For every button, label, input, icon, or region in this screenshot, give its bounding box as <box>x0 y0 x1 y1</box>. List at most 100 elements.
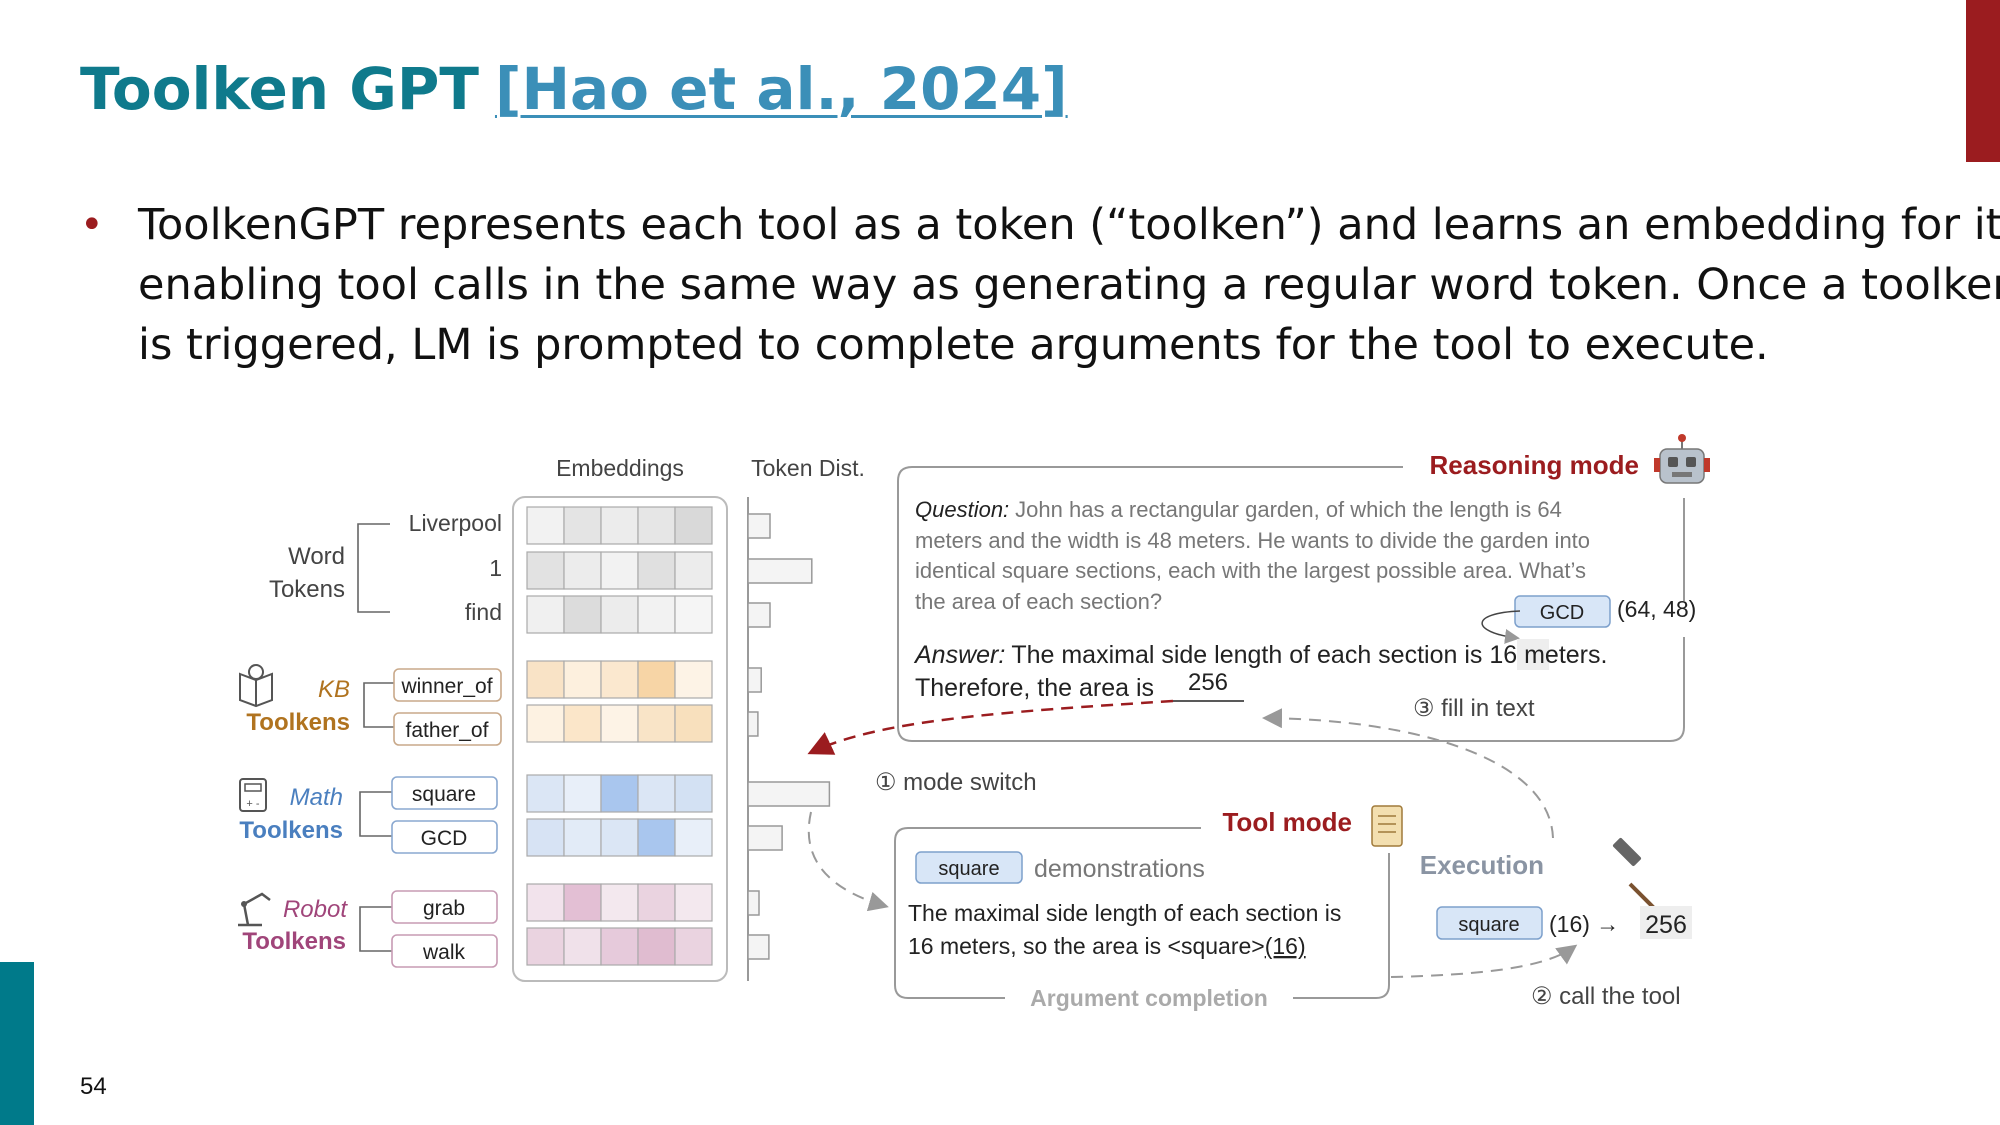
embedding-cell <box>674 704 713 743</box>
token-dist-bar <box>747 825 783 851</box>
embedding-cell <box>526 927 565 966</box>
execution-args: (16) → <box>1549 911 1619 937</box>
embedding-cell <box>526 774 565 813</box>
embedding-cell <box>674 883 713 922</box>
embedding-cell <box>600 704 639 743</box>
fill-in-text-label: ③ fill in text <box>1413 695 1535 722</box>
answer-highlight: 16 <box>1489 641 1517 669</box>
token-dist-bar <box>747 513 771 539</box>
token-dist-bar <box>747 711 759 737</box>
embedding-cell <box>563 774 602 813</box>
robot-label-1: Robot <box>283 896 348 923</box>
embedding-cell <box>600 595 639 634</box>
answer-highlight-bg <box>1517 639 1549 670</box>
embedding-rows <box>526 506 713 966</box>
token-dist-bar <box>747 667 762 693</box>
word-tokens-label-2: Tokens <box>269 576 345 603</box>
scroll-icon <box>1371 805 1403 847</box>
tool-mode-square-tag <box>915 851 1023 884</box>
argument-completion-label: Argument completion <box>1030 985 1268 1011</box>
embedding-cell <box>526 818 565 857</box>
embedding-cell <box>600 927 639 966</box>
answer-text-pre: The maximal side length of each section … <box>1011 641 1489 669</box>
execution-square-tag-label: square <box>1458 914 1519 936</box>
embedding-cell <box>563 883 602 922</box>
embedding-cell <box>674 595 713 634</box>
embedding-cell <box>637 660 676 699</box>
embedding-cell <box>526 660 565 699</box>
embedding-cell <box>637 774 676 813</box>
toolken-walk-label: walk <box>422 941 466 964</box>
execution-result-bg <box>1640 906 1692 939</box>
kb-label-2: Toolkens <box>246 709 350 736</box>
gcd-arrow <box>1481 610 1521 644</box>
slide-title: Toolken GPT[Hao et al., 2024] <box>80 55 1068 123</box>
embedding-cell <box>674 660 713 699</box>
embedding-cell <box>600 660 639 699</box>
kb-bracket <box>363 682 394 728</box>
tool-mode-line-2-text: 16 meters, so the area is <square> <box>908 933 1265 959</box>
toolken-walk <box>391 934 498 968</box>
embedding-cell <box>674 506 713 545</box>
toolken-square <box>391 776 498 810</box>
reasoning-mode-title: Reasoning mode <box>1430 450 1639 480</box>
answer-blank-value: 256 <box>1188 669 1228 696</box>
embeddings-header: Embeddings <box>556 455 684 481</box>
hammer-icon <box>1612 837 1656 910</box>
embedding-cell <box>600 818 639 857</box>
tool-box-outline-right <box>1293 853 1390 999</box>
title-text: Toolken GPT <box>80 55 479 123</box>
question-line-4: the area of each section? <box>915 589 1162 614</box>
mode-switch-label: ① mode switch <box>875 769 1037 796</box>
toolken-grab <box>391 890 498 924</box>
embedding-cell <box>600 774 639 813</box>
page-number: 54 <box>80 1073 107 1100</box>
word-token-find: find <box>465 599 502 625</box>
robot-bracket <box>359 906 392 952</box>
mode-switch-red-arrow <box>807 699 1174 755</box>
call-the-tool-label: ② call the tool <box>1531 983 1681 1010</box>
word-tokens-label-1: Word <box>288 543 345 570</box>
bullet-text: ToolkenGPT represents each tool as a tok… <box>138 195 2000 375</box>
token-dist-bar <box>747 602 771 628</box>
embedding-cell <box>563 551 602 590</box>
embedding-cell <box>563 927 602 966</box>
toolken-winner-of-label: winner_of <box>400 675 492 698</box>
embedding-cell <box>526 551 565 590</box>
robot-label-2: Toolkens <box>242 928 346 955</box>
tool-mode-line-2: 16 meters, so the area is <square>(16) <box>908 933 1306 959</box>
embedding-cell <box>563 818 602 857</box>
gcd-call-tag-label: GCD <box>1540 602 1584 624</box>
citation-link[interactable]: [Hao et al., 2024] <box>494 55 1068 123</box>
embedding-cell <box>600 551 639 590</box>
toolken-gcd <box>391 820 498 854</box>
embedding-cell <box>563 704 602 743</box>
question-line-1: Question:John has a rectangular garden, … <box>915 497 1562 522</box>
embedding-cell <box>674 774 713 813</box>
kb-label-1: KB <box>318 676 350 703</box>
execution-result: 256 <box>1645 911 1687 939</box>
token-dist-bar <box>747 934 770 960</box>
bullet-line: ToolkenGPT represents each tool as a tok… <box>138 200 2000 250</box>
embedding-cell <box>563 595 602 634</box>
embedding-cell <box>637 595 676 634</box>
embedding-cell <box>526 883 565 922</box>
gcd-call-args: (64, 48) <box>1617 596 1696 622</box>
bullet-dot: • <box>80 202 104 248</box>
embedding-cell <box>600 883 639 922</box>
word-token-1: 1 <box>489 555 502 581</box>
toolken-grab-label: grab <box>423 897 465 920</box>
embedding-cell <box>526 506 565 545</box>
embedding-cell <box>563 506 602 545</box>
toolken-square-label: square <box>412 783 476 806</box>
answer-text-post: meters. <box>1517 641 1607 669</box>
calculator-icon: + - <box>239 778 267 812</box>
left-accent-bar <box>0 962 34 1125</box>
question-line-3: identical square sections, each with the… <box>915 558 1586 583</box>
token-dist-header: Token Dist. <box>751 455 865 481</box>
bullet-line: is triggered, LM is prompted to complete… <box>138 320 1769 370</box>
corner-accent-bar <box>1966 0 2000 162</box>
embedding-cell <box>637 927 676 966</box>
embedding-cell <box>526 595 565 634</box>
